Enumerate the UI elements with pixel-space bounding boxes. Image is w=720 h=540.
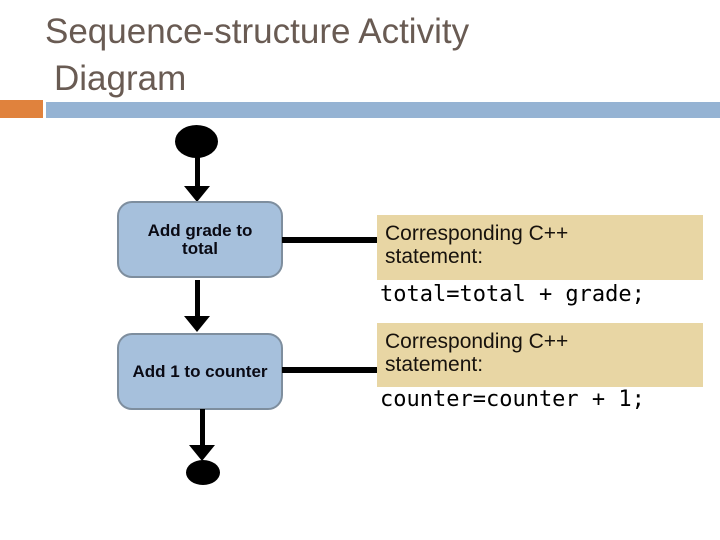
end-node [186, 460, 220, 485]
start-node [175, 125, 218, 158]
connector-line-action2-to-callout2 [282, 367, 378, 373]
callout-heading-line-2: statement: [385, 245, 484, 268]
flow-arrow-action2-to-end [189, 409, 215, 461]
flow-arrow-action1-to-action2 [184, 280, 210, 332]
arrow-down-icon [184, 316, 210, 332]
slide-title-line-1: Sequence-structure Activity [45, 12, 470, 51]
arrow-down-icon [189, 445, 215, 461]
flow-arrow-start-to-action1 [184, 153, 210, 202]
callout-heading-line-2: statement: [385, 353, 484, 376]
action-label: Add 1 to counter [132, 361, 268, 381]
callout-box-total: Corresponding C++ statement: [377, 215, 703, 280]
action-box-add-1-to-counter: Add 1 to counter [117, 333, 283, 410]
slide-title-line-2: Diagram [54, 59, 187, 98]
connector-line-action1-to-callout1 [282, 237, 378, 243]
arrow-stem [194, 280, 200, 316]
callout-box-counter: Corresponding C++ statement: [377, 323, 703, 387]
callout-heading-line-1: Corresponding C++ [385, 330, 569, 353]
title-accent-orange-bar [0, 100, 43, 118]
code-statement-total: total=total + grade; [380, 282, 645, 307]
arrow-down-icon [184, 186, 210, 202]
callout-heading-line-1: Corresponding C++ [385, 222, 569, 245]
arrow-stem [194, 153, 200, 186]
slide-title: Sequence-structure Activity Diagram [45, 8, 469, 102]
action-label: Add grade to total [147, 220, 253, 258]
code-statement-counter: counter=counter + 1; [380, 387, 645, 412]
arrow-stem [199, 409, 205, 445]
title-underline-blue-bar [46, 102, 720, 118]
action-box-add-grade-to-total: Add grade to total [117, 201, 283, 278]
